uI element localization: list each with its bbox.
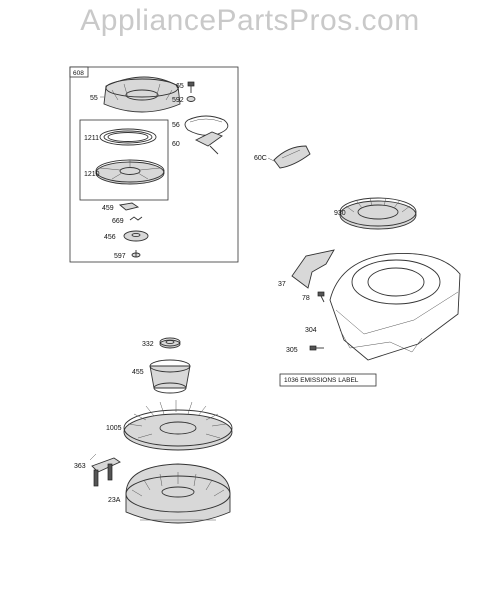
- screw-305: [309, 345, 324, 351]
- label-608: 608: [73, 70, 84, 77]
- handle-60c: [267, 145, 311, 169]
- spring-669: [129, 216, 143, 221]
- label-455: 455: [132, 369, 144, 376]
- label-60c: 60C: [254, 155, 267, 162]
- assembly-608-box: 608: [69, 66, 239, 263]
- label-55: 55: [90, 95, 98, 102]
- starter-cup-455: [149, 359, 191, 394]
- label-304: 304: [305, 327, 317, 334]
- label-1211: 1211: [84, 135, 99, 142]
- bolt-65: [187, 81, 195, 93]
- flywheel-nut-332: [159, 337, 181, 349]
- rewind-spring-1211: [99, 128, 157, 146]
- emissions-label-text: 1036 EMISSIONS LABEL: [284, 377, 359, 384]
- starter-handle-60: [194, 131, 223, 155]
- starter-housing-55: [100, 76, 181, 113]
- flywheel-fan-1005: [123, 400, 233, 451]
- blower-housing-304: [329, 253, 461, 361]
- emissions-label-box: 1036 EMISSIONS LABEL: [279, 373, 377, 387]
- air-guide-37: [291, 249, 335, 289]
- label-23a: 23A: [108, 497, 121, 504]
- label-456: 456: [104, 234, 116, 241]
- watermark: AppliancePartsPros.com: [80, 4, 420, 37]
- label-1210: 1210: [84, 171, 100, 178]
- label-669: 669: [112, 218, 124, 225]
- label-930: 930: [334, 210, 346, 217]
- label-56: 56: [172, 122, 180, 129]
- label-305: 305: [286, 347, 298, 354]
- label-78: 78: [302, 295, 310, 302]
- retainer-456: [123, 230, 149, 242]
- nut-592: [186, 96, 196, 102]
- label-60: 60: [172, 141, 180, 148]
- label-459: 459: [102, 205, 114, 212]
- label-363: 363: [74, 463, 86, 470]
- armature-363: [89, 453, 121, 487]
- label-592: 592: [172, 97, 184, 104]
- flywheel-23a: [125, 463, 231, 524]
- rotating-screen-930: [339, 197, 417, 230]
- label-65: 65: [176, 83, 184, 90]
- screw-597: [131, 250, 141, 258]
- pawl-459: [118, 202, 140, 211]
- starter-rope-56: [184, 115, 229, 136]
- label-1005: 1005: [106, 425, 122, 432]
- label-597: 597: [114, 253, 126, 260]
- inner-group-box: [79, 119, 169, 201]
- pulley-1210: [95, 159, 165, 185]
- screw-78: [317, 291, 325, 303]
- label-332: 332: [142, 341, 154, 348]
- label-37: 37: [278, 281, 286, 288]
